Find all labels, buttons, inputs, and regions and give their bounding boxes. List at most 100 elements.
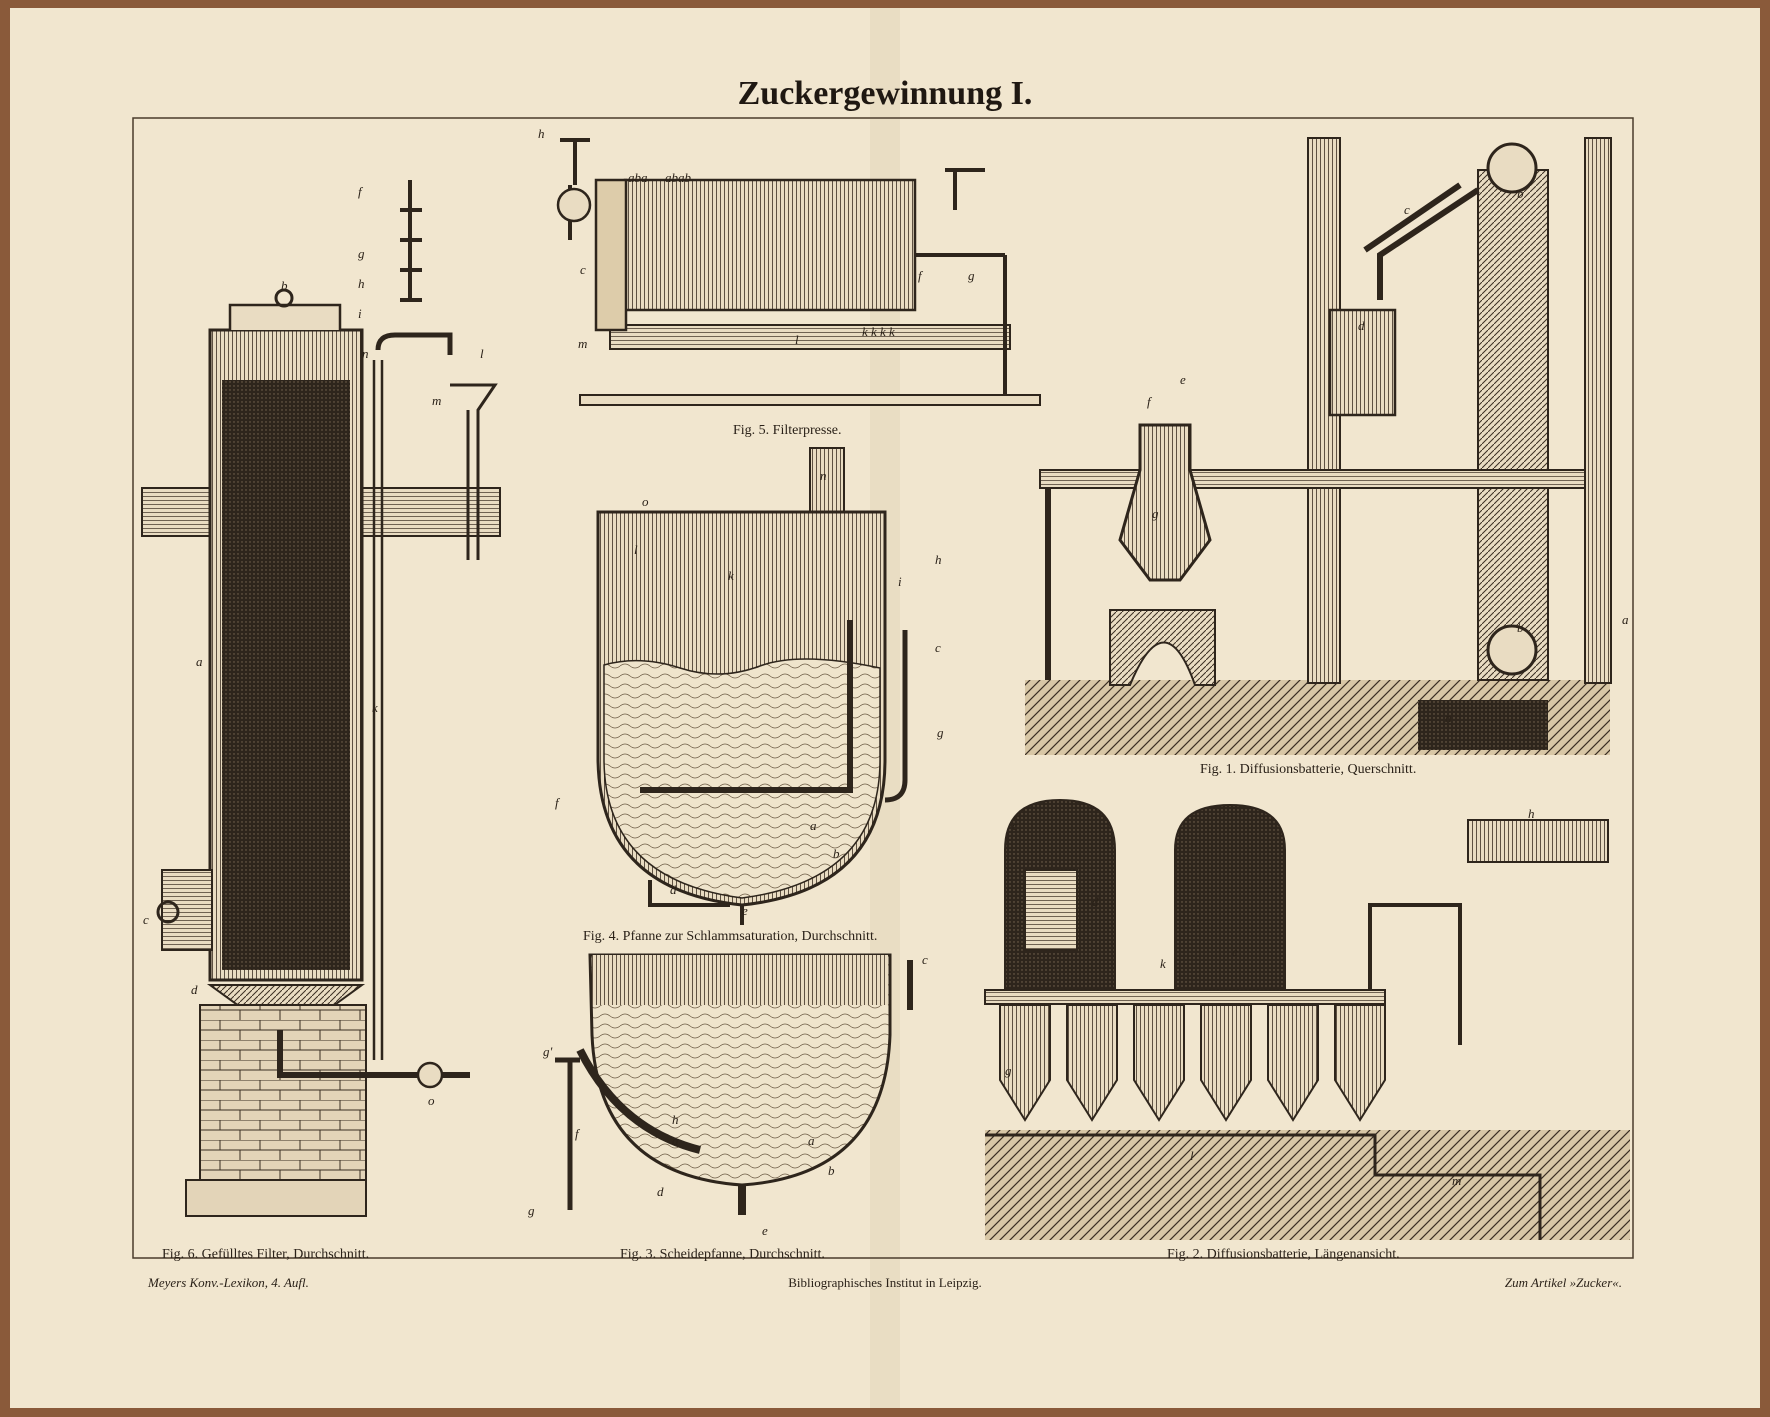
label-fig6-d: d: [191, 982, 198, 997]
label-fig1-b: b: [1517, 186, 1524, 201]
fig2-ground: [985, 1130, 1630, 1240]
label-fig5-l: l: [795, 332, 799, 347]
fig4-saturation-pan: [596, 447, 908, 925]
fig6-side-door: [161, 869, 213, 951]
label-fig6-k: k: [372, 700, 378, 715]
caption-fig4: Fig. 4. Pfanne zur Schlammsaturation, Du…: [583, 929, 877, 944]
label-fig3-g1: g': [543, 1044, 553, 1059]
label-fig2-h: h: [1528, 806, 1535, 821]
fig5-filter-press: [556, 138, 1041, 406]
caption-fig5: Fig. 5. Filterpresse.: [733, 423, 842, 438]
label-fig3-a2: a: [808, 1133, 815, 1148]
fig4-drain: [648, 880, 744, 925]
label-fig1-e: e: [1180, 372, 1186, 387]
fig6-valve-o: [416, 1061, 444, 1089]
fig3-clarifying-pan: [555, 953, 913, 1215]
fig5-screw-spindle: [915, 253, 1007, 395]
label-fig3-c: c: [922, 952, 928, 967]
fig5-base: [579, 394, 1041, 406]
fig6-filter-bed: [222, 380, 350, 970]
label-fig3-d: d: [657, 1184, 664, 1199]
label-fig4-h: h: [935, 552, 942, 567]
label-fig5-abab: abab: [665, 170, 692, 185]
label-fig2-g: g: [1005, 1063, 1012, 1078]
label-fig1-d: d: [1358, 318, 1365, 333]
fig1-cutter-d: [1328, 308, 1397, 417]
caption-fig1: Fig. 1. Diffusionsbatterie, Querschnitt.: [1200, 762, 1416, 777]
label-fig6-h: h: [358, 276, 365, 291]
label-fig4-o: o: [642, 494, 649, 509]
fig1-pillar-right: [1584, 137, 1612, 684]
fig2-diffusers: [999, 1004, 1386, 1122]
label-fig4-e: e: [742, 903, 748, 918]
footer-left: Meyers Konv.-Lexikon, 4. Aufl.: [147, 1275, 309, 1290]
fig5-plate-stack: [623, 178, 917, 312]
label-fig4-b: b: [833, 846, 840, 861]
fig4-steam-coil: [640, 620, 853, 793]
fig6-outlet-pipe: [277, 1030, 470, 1078]
fig3-rim-band: [592, 955, 888, 1005]
label-fig5-m: m: [578, 336, 587, 351]
fig6-tap-l: [375, 332, 453, 355]
fig4-liquid: [603, 658, 881, 899]
label-fig3-f: f: [575, 1126, 581, 1141]
plate-border: [132, 117, 1634, 1259]
fig3-left-pipe: [555, 1057, 580, 1210]
label-fig5-aba: aba: [628, 170, 648, 185]
label-fig1-n: n: [1445, 710, 1452, 725]
label-fig5-kkkk: k k k k: [862, 324, 895, 339]
fig4-chimney: [809, 447, 845, 517]
label-fig6-i: i: [358, 306, 362, 321]
label-fig5-h: h: [538, 126, 545, 141]
label-fig4-g: g: [937, 725, 944, 740]
label-fig2-c: c: [1012, 818, 1018, 833]
label-fig2-e: e: [1232, 944, 1238, 959]
fig5-frame-bar: [609, 324, 1011, 350]
label-fig3-g: g: [528, 1203, 535, 1218]
fig1-elevator-shaft: [1477, 169, 1549, 681]
label-fig4-k: k: [728, 568, 734, 583]
label-fig1-a: a: [1622, 612, 1629, 627]
plate-title: Zuckergewinnung I.: [738, 75, 1033, 112]
footer-right: Zum Artikel »Zucker«.: [1505, 1275, 1622, 1290]
fig6-filter-lid: [228, 303, 342, 330]
fig5-head-plate: [594, 178, 628, 332]
fig1-platform: [1039, 469, 1586, 489]
label-fig3-a: a: [672, 1133, 679, 1148]
fig2-tank-h: [1467, 819, 1609, 863]
label-fig6-c: c: [143, 912, 149, 927]
label-fig6-b: b: [281, 278, 288, 293]
fig3-vessel: [588, 953, 892, 1187]
label-fig4-n: n: [820, 468, 827, 483]
label-fig2-l: l: [1190, 1148, 1194, 1163]
fig2-cutter: [1024, 869, 1078, 951]
footer-center: Bibliographisches Institut in Leipzig.: [788, 1275, 982, 1290]
label-fig2-k: k: [1160, 956, 1166, 971]
label-fig2-d: d: [1092, 894, 1099, 909]
label-fig3-b: b: [828, 1163, 835, 1178]
fig5-outlet-tap: [945, 168, 985, 210]
fig6-pipe-k: [372, 360, 384, 1060]
caption-fig3: Fig. 3. Scheidepfanne, Durchschnitt.: [620, 1247, 825, 1262]
fig1-pit: [1109, 609, 1216, 686]
label-fig6-f: f: [358, 184, 364, 199]
caption-fig6: Fig. 6. Gefülltes Filter, Durchschnitt.: [162, 1247, 369, 1262]
label-fig5-c: c: [580, 262, 586, 277]
label-fig5-f: f: [918, 268, 924, 283]
label-fig2-m: m: [1452, 1173, 1461, 1188]
label-fig4-a: a: [810, 818, 817, 833]
fig1-diffuser-g: [1118, 423, 1212, 582]
label-fig1-b2: b: [1517, 620, 1524, 635]
fig3-coil: [576, 1048, 701, 1154]
label-fig4-d: d: [670, 882, 677, 897]
label-fig6-n: n: [362, 346, 369, 361]
fig5-inlet-valve: [556, 187, 592, 223]
fig2-diffusion-elevation: [984, 798, 1630, 1240]
fig1-trough-n: [1418, 700, 1548, 750]
label-fig1-c: c: [1404, 202, 1410, 217]
fig2-riser-pipe: [1368, 903, 1462, 1045]
fig1-chute-c: [1363, 182, 1480, 300]
label-fig6-l: l: [480, 346, 484, 361]
label-fig4-i: i: [898, 574, 902, 589]
